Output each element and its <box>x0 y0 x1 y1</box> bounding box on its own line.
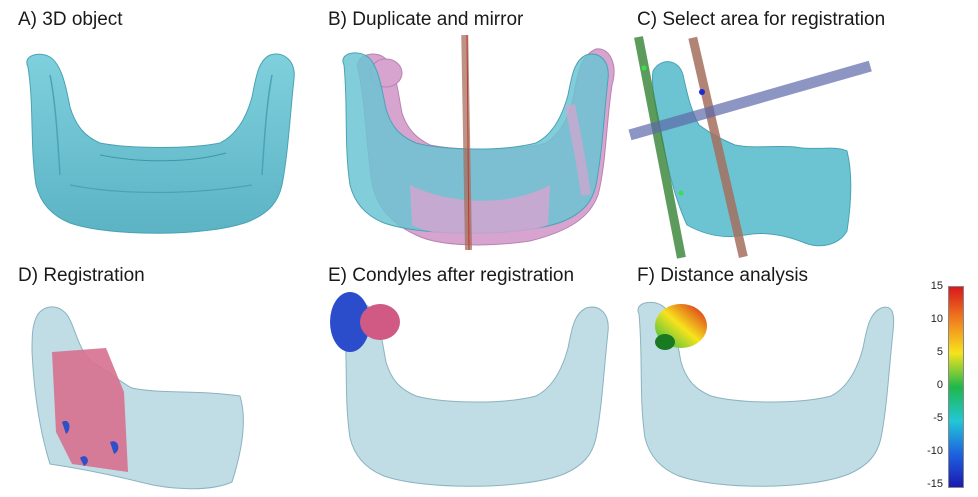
panel-title-f: F) Distance analysis <box>637 266 808 285</box>
panel-b-mirror-image <box>320 35 620 250</box>
panel-a-mandible-image <box>0 35 320 250</box>
panel-title-a: A) 3D object <box>18 10 123 29</box>
panel-c-selection-image <box>625 35 875 260</box>
colorbar-tick-10: 10 <box>917 314 943 325</box>
panel-f-distance-image <box>625 292 895 497</box>
side-view-mandible-shape <box>652 62 850 246</box>
panel-d-registration-image <box>0 292 260 497</box>
mandible-shape <box>27 54 294 233</box>
colorbar <box>948 286 964 488</box>
panel-title-b: B) Duplicate and mirror <box>328 10 523 29</box>
colorbar-tick-0: 0 <box>917 380 943 391</box>
colorbar-tick-5: 5 <box>917 347 943 358</box>
pink-condyle <box>360 304 400 340</box>
colorbar-tick-15: 15 <box>917 281 943 292</box>
panel-e-condyles-image <box>320 292 620 497</box>
colorbar-tick-minus15: -15 <box>917 479 943 490</box>
panel-title-e: E) Condyles after registration <box>328 266 574 285</box>
panel-title-c: C) Select area for registration <box>637 10 885 29</box>
colorbar-tick-minus10: -10 <box>917 446 943 457</box>
colorbar-tick-minus5: -5 <box>917 413 943 424</box>
panel-title-d: D) Registration <box>18 266 145 285</box>
